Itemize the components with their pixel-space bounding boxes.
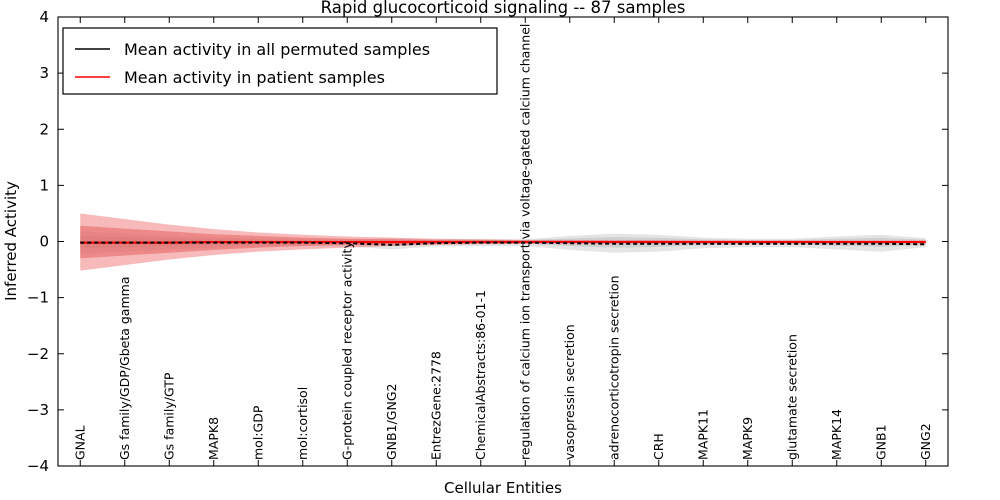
y-tick-label: −3	[27, 401, 49, 419]
x-tick-label: mol:cortisol	[295, 387, 310, 460]
x-tick-label: MAPK9	[740, 417, 755, 460]
x-tick-label: regulation of calcium ion transport via …	[517, 24, 532, 460]
y-axis-label: Inferred Activity	[2, 181, 20, 301]
x-tick-label: MAPK14	[829, 409, 844, 460]
x-tick-label: vasopressin secretion	[562, 324, 577, 460]
y-tick-label: −4	[27, 457, 49, 475]
x-tick-label: glutamate secretion	[784, 334, 799, 460]
legend-box	[62, 27, 498, 95]
y-tick-label: 0	[39, 233, 49, 251]
y-tick-label: 3	[39, 64, 49, 82]
x-tick-label: CRH	[651, 433, 666, 460]
x-tick-label: GNG2	[918, 423, 933, 460]
legend-label-permuted: Mean activity in all permuted samples	[124, 40, 430, 59]
y-tick-label: −2	[27, 345, 49, 363]
x-tick-label: GNB1/GNG2	[384, 384, 399, 460]
x-axis-label: Cellular Entities	[444, 479, 562, 497]
x-tick-label: Gs family/GTP	[161, 372, 176, 460]
x-tick-label: EntrezGene:2778	[428, 351, 443, 460]
x-tick-label: mol:GDP	[250, 405, 265, 460]
chart-title: Rapid glucocorticoid signaling -- 87 sam…	[321, 0, 686, 17]
x-tick-label: G-protein coupled receptor activity	[339, 241, 354, 460]
legend-label-patient: Mean activity in patient samples	[124, 68, 385, 87]
mean-lines	[80, 240, 926, 246]
y-tick-label: 4	[39, 8, 49, 26]
x-tick-label: adrenocorticotropin secretion	[606, 275, 621, 460]
x-tick-label: MAPK11	[695, 409, 710, 460]
y-tick-label: 1	[39, 176, 49, 194]
legend[interactable]: Mean activity in all permuted samples Me…	[62, 27, 498, 95]
x-tick-label: GNAL	[72, 425, 87, 460]
x-tick-label: GNB1	[873, 424, 888, 460]
x-tick-label: Gs family/GDP/Gbeta gamma	[117, 277, 132, 460]
x-tick-label: ChemicalAbstracts:86-01-1	[473, 290, 488, 460]
x-tick-label: MAPK8	[206, 417, 221, 460]
mean-line-permuted	[80, 241, 926, 246]
x-axis-ticks: GNAL Gs family/GDP/Gbeta gamma Gs family/G…	[72, 17, 933, 466]
y-tick-label: 2	[39, 120, 49, 138]
y-axis-ticks: −4 −3 −2 −1 0 1 2 3 4	[27, 8, 948, 475]
y-tick-label: −1	[27, 289, 49, 307]
